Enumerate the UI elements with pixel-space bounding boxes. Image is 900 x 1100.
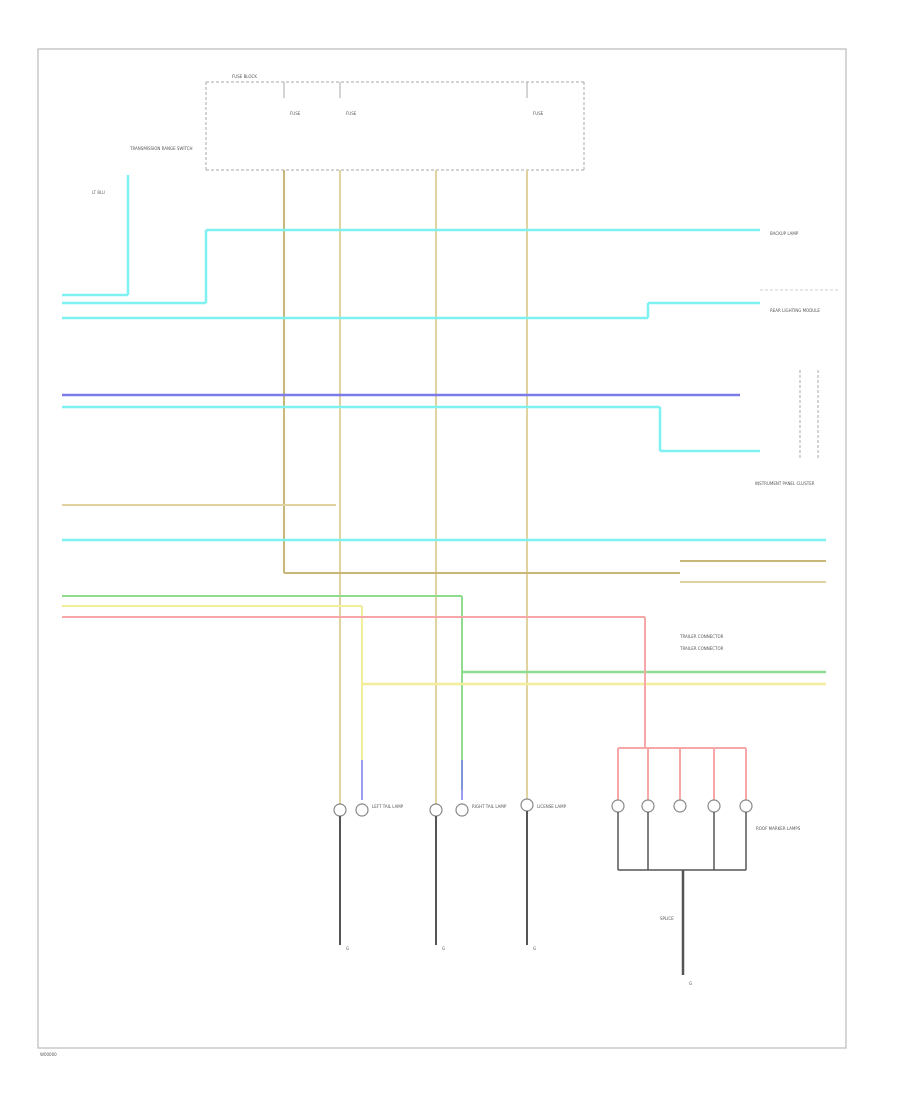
ground-wires: G G G G SPLICE: [339, 811, 747, 986]
lamp-roof-1: [611, 799, 625, 813]
ground2-label: G: [442, 946, 445, 951]
ground4-label: G: [689, 981, 692, 986]
fuse-block: FUSE BLOCK FUSE FUSE FUSE: [205, 74, 585, 171]
trans-range-label: TRANSMISSION RANGE SWITCH: [129, 146, 193, 151]
trailer-conn1-label: TRAILER CONNECTOR: [679, 634, 724, 639]
lamp-left-tail-2: [355, 803, 369, 817]
lt-blu-wires: [62, 228, 826, 542]
roof-marker-label: ROOF MARKER LAMPS: [756, 826, 801, 831]
lamp-roof-5: [739, 799, 753, 813]
cluster-label: INSTRUMENT PANEL CLUSTER: [755, 481, 815, 486]
lamp-license: [520, 798, 534, 812]
lamp-roof-3: [673, 799, 687, 813]
trailer-wires: [62, 595, 826, 800]
r-module-label: REAR LIGHTING MODULE: [770, 308, 820, 313]
lamp-roof-2: [641, 799, 655, 813]
splice-label: SPLICE: [660, 916, 674, 921]
lt-blu-label: LT BLU: [92, 190, 105, 195]
trans-range-switch: TRANSMISSION RANGE SWITCH LT BLU: [62, 146, 193, 297]
lamp-left-tail: [333, 803, 347, 817]
trailer-conn2-label: TRAILER CONNECTOR: [679, 646, 724, 651]
backup-lamp-label: BACKUP LAMP: [770, 231, 799, 236]
fuse3-label: FUSE: [533, 111, 544, 116]
footer-code: W00000: [40, 1052, 57, 1057]
lamp-roof-4: [707, 799, 721, 813]
fuse1-label: FUSE: [290, 111, 301, 116]
lamp-rt-label: RIGHT TAIL LAMP: [472, 804, 507, 809]
lamp-right-tail-2: [455, 803, 469, 817]
brn-verticals: [283, 170, 680, 805]
right-components: BACKUP LAMP REAR LIGHTING MODULE INSTRUM…: [679, 231, 840, 831]
diagram-frame: [37, 48, 847, 1049]
fusebox-title: FUSE BLOCK: [232, 74, 257, 79]
ground3-label: G: [533, 946, 536, 951]
fuse2-label: FUSE: [346, 111, 357, 116]
lamp-right-tail: [429, 803, 443, 817]
lamps: LEFT TAIL LAMP RIGHT TAIL LAMP LICENSE L…: [333, 798, 753, 817]
brn-horizontal: [62, 504, 826, 583]
lamp-lt-label: LEFT TAIL LAMP: [372, 804, 404, 809]
lamp-lic-label: LICENSE LAMP: [537, 804, 567, 809]
ground1-label: G: [346, 946, 349, 951]
